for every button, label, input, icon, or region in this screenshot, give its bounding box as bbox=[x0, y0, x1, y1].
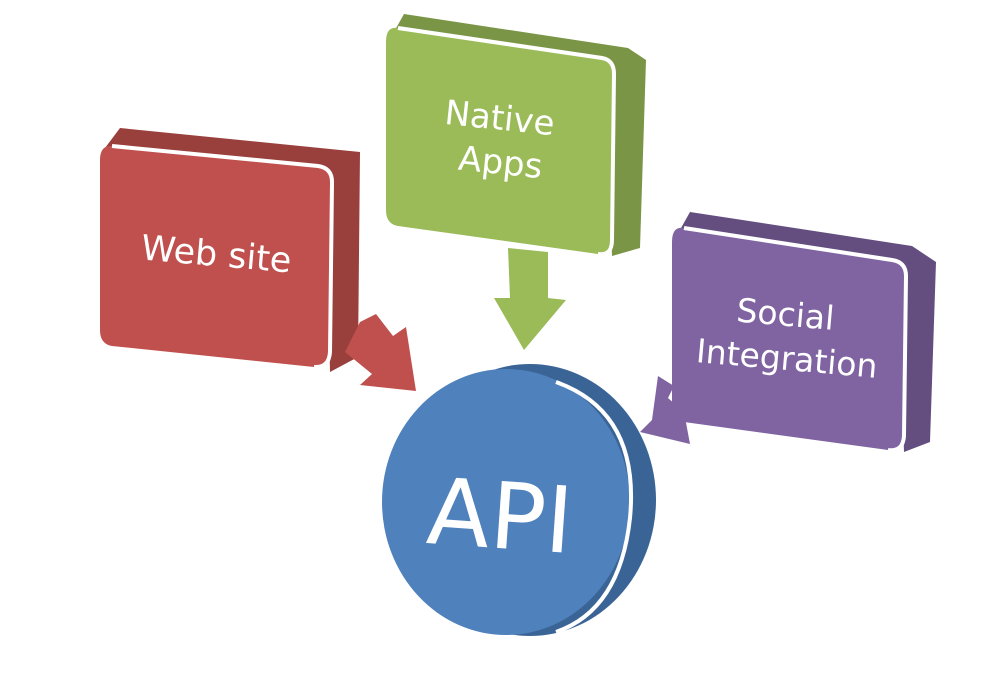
social-integration-node-edge bbox=[683, 226, 909, 453]
native-apps-to-api-arrow bbox=[494, 248, 566, 350]
social-integration-node-label-line-1: Social bbox=[735, 290, 836, 337]
social-integration-node-face bbox=[672, 227, 906, 451]
api-node-label: API bbox=[424, 458, 577, 575]
native-apps-node-label-line-2: Apps bbox=[457, 139, 545, 188]
native-apps-node-edge bbox=[397, 26, 617, 257]
social-integration-to-api-arrow bbox=[640, 376, 690, 444]
website-node: Web site bbox=[100, 128, 360, 372]
api-node-edge bbox=[555, 380, 633, 634]
native-apps-node: Native Apps bbox=[386, 14, 646, 257]
api-node-face bbox=[382, 369, 630, 635]
social-integration-node: Social Integration bbox=[672, 212, 936, 453]
api-node: API bbox=[382, 364, 656, 636]
website-to-api-arrow bbox=[345, 314, 416, 391]
website-node-edge bbox=[111, 144, 335, 370]
native-apps-node-face bbox=[386, 27, 614, 255]
website-node-face bbox=[100, 145, 332, 368]
